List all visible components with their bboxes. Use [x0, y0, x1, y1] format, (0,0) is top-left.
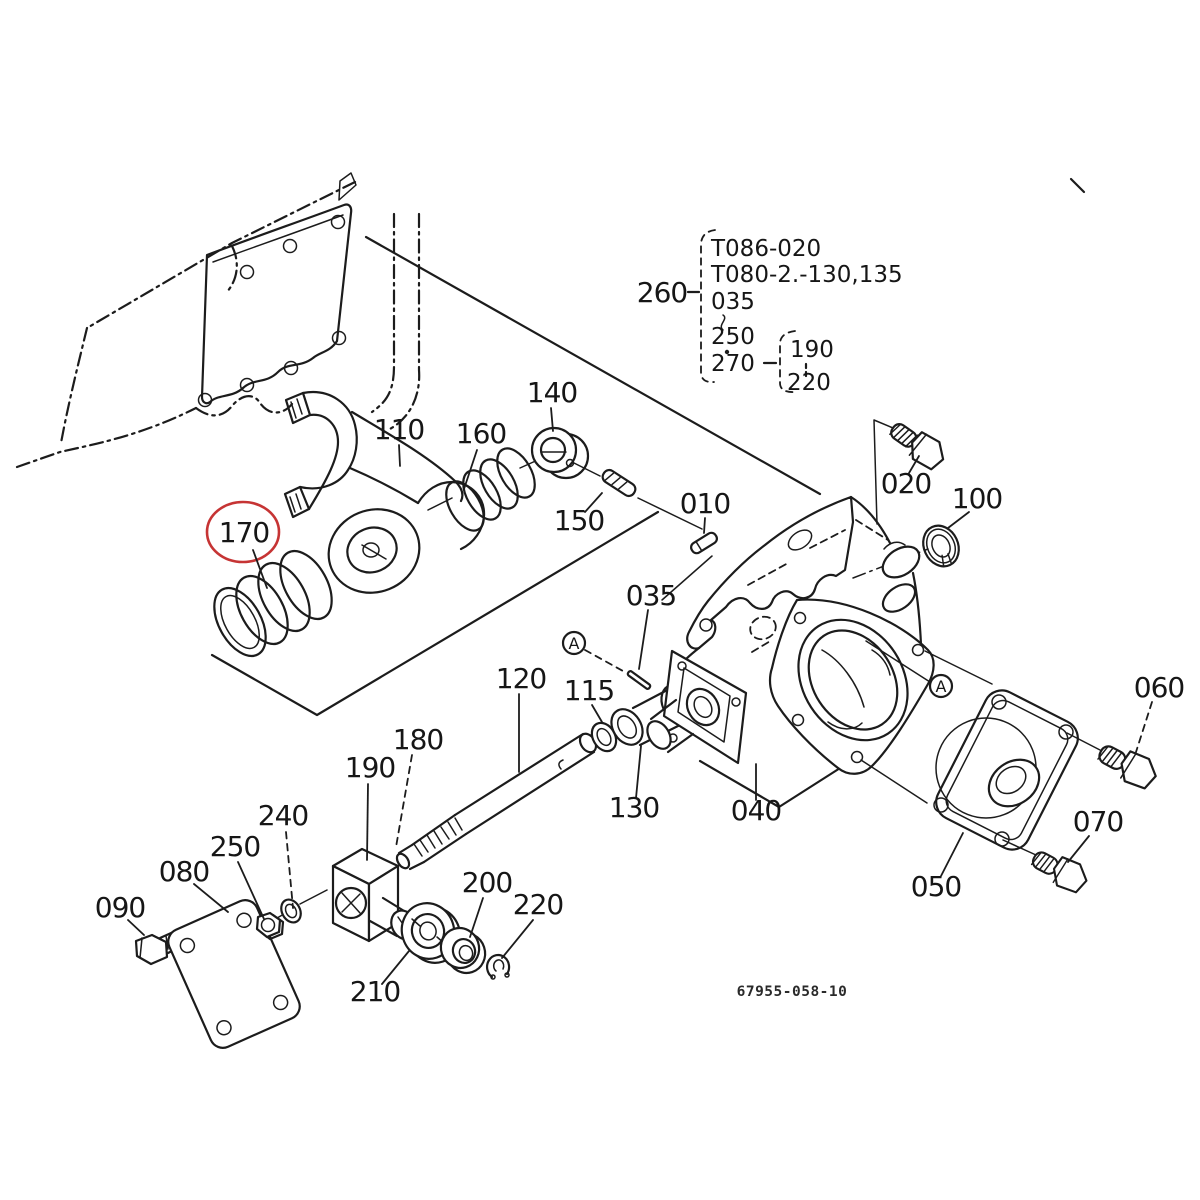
gear-case-040 — [646, 495, 935, 809]
shift-fork-110 — [283, 390, 486, 594]
bolt-060 — [1097, 745, 1157, 790]
callout-010: 010 — [680, 487, 730, 520]
snap-ring-220 — [485, 953, 511, 980]
callout-140: 140 — [527, 376, 577, 409]
cover-plate-080 — [167, 899, 301, 1049]
ref-block: 260 T086-020 T080-2.-130,135 035 250 270… — [637, 229, 903, 396]
callout-210: 210 — [350, 975, 400, 1008]
callout-050: 050 — [911, 870, 961, 903]
callout-060: 060 — [1134, 671, 1184, 704]
callout-100: 100 — [952, 482, 1002, 515]
ref-sub-row-1: 190 — [790, 337, 834, 363]
pin-035 — [626, 670, 652, 690]
view-marker-a-left-label: A — [569, 634, 580, 653]
projection-lines-bolts — [1002, 732, 1101, 856]
alignment-plane-lines — [210, 510, 660, 717]
callout-170-highlighted: 170 — [219, 516, 269, 549]
pin-010 — [690, 531, 718, 555]
pin-150 — [601, 468, 637, 498]
callout-150: 150 — [554, 504, 604, 537]
centerline-100 — [852, 548, 929, 579]
projection-line-pin-010 — [661, 555, 713, 601]
callout-200: 200 — [462, 866, 512, 899]
ref-subgroup-270: 270 — [711, 351, 755, 377]
ref-bracket — [700, 229, 716, 383]
ref-sub-bracket — [779, 330, 797, 393]
axis-line-fork-assembly — [427, 458, 703, 530]
callout-160: 160 — [456, 417, 506, 450]
callout-190: 190 — [345, 751, 395, 784]
callout-180: 180 — [393, 723, 443, 756]
callout-250: 250 — [210, 830, 260, 863]
callout-220: 220 — [513, 888, 563, 921]
ref-group-260: 260 — [637, 276, 687, 309]
spring-170 — [213, 549, 333, 658]
callout-040: 040 — [731, 794, 781, 827]
ref-row-1: T086-020 — [710, 236, 821, 262]
view-marker-a-right — [865, 640, 954, 699]
callout-070: 070 — [1073, 805, 1123, 838]
case-corner-tab — [338, 172, 357, 201]
spring-160 — [445, 447, 536, 532]
housing-gasket — [686, 495, 855, 650]
bolt-070 — [1030, 851, 1088, 894]
callout-080: 080 — [159, 855, 209, 888]
collar-140 — [530, 426, 590, 480]
projection-lines-050 — [860, 650, 993, 804]
corner-tick — [1069, 177, 1086, 194]
callout-115: 115 — [564, 674, 614, 707]
callout-020: 020 — [881, 467, 931, 500]
view-marker-a-right-label: A — [936, 677, 947, 696]
callout-120: 120 — [496, 662, 546, 695]
transmission-case-outline — [15, 172, 421, 469]
callout-090: 090 — [95, 891, 145, 924]
snap-ring-100 — [922, 524, 960, 568]
nut-250 — [255, 911, 285, 941]
ref-sub-row-2: 220 — [787, 370, 831, 396]
ref-row-3: 035 — [711, 289, 755, 315]
ref-row-4: 250 — [711, 324, 755, 350]
washer-240 — [280, 898, 302, 924]
alignment-line-case-to-housing — [364, 235, 822, 496]
case-gasket — [197, 203, 353, 408]
footer-part-code: 67955-058-10 — [737, 984, 848, 1000]
bushing-200 — [439, 926, 487, 975]
projection-line-bolt-020 — [873, 419, 894, 525]
side-cover-050 — [933, 689, 1079, 851]
bolt-020 — [889, 423, 945, 471]
callout-240: 240 — [258, 799, 308, 832]
callout-130: 130 — [609, 791, 659, 824]
shift-rod-120 — [395, 732, 598, 871]
callout-035: 035 — [626, 579, 676, 612]
highlight-circle-170 — [205, 500, 281, 564]
ref-row-2: T080-2.-130,135 — [710, 262, 903, 288]
view-marker-a-left — [561, 630, 624, 672]
callout-110: 110 — [374, 413, 424, 446]
callout-leaders — [127, 407, 1153, 985]
